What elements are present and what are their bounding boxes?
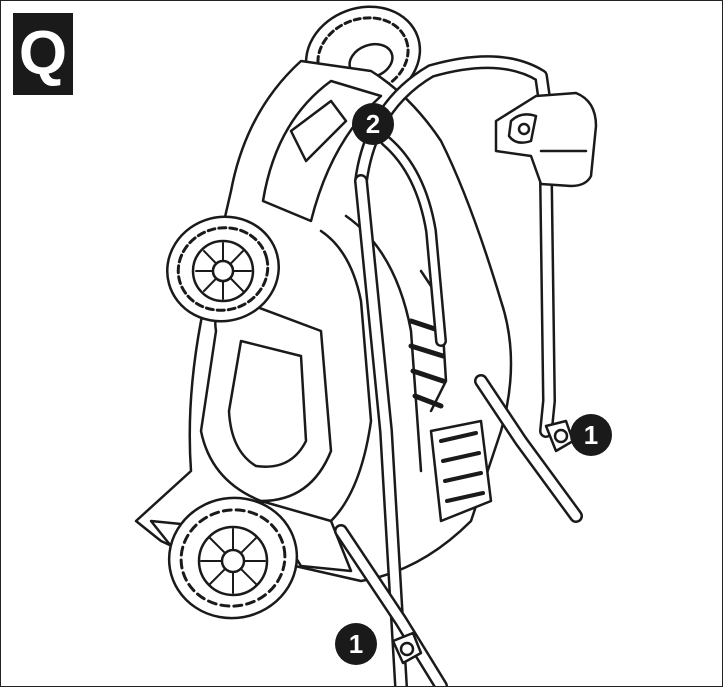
callout-2-handle-bar: 2	[352, 103, 394, 145]
left-handle-knob-shape	[391, 631, 423, 665]
callout-1-right-knob: 1	[570, 414, 612, 456]
callout-1-left-knob: 1	[335, 623, 377, 665]
front-lower-wheel	[167, 496, 299, 620]
right-handle-knob-shape	[544, 419, 575, 453]
panel-label: Q	[13, 13, 73, 95]
mower-deck	[134, 59, 513, 583]
front-upper-wheel	[166, 215, 280, 323]
switch-box	[494, 91, 598, 188]
